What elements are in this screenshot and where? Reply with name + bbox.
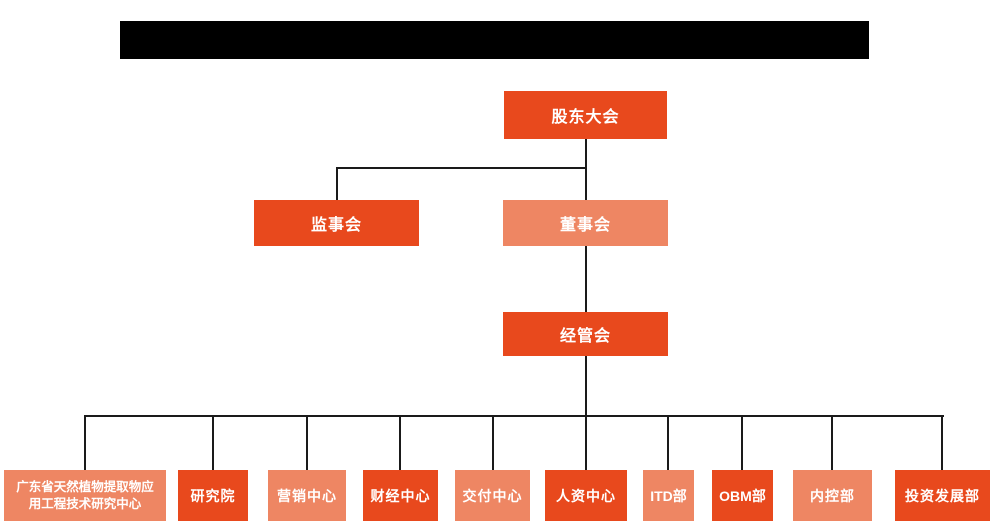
org-node-itd-department: ITD部 (643, 470, 694, 521)
connector-shareholders-to-board (585, 139, 587, 201)
org-node-delivery-center: 交付中心 (455, 470, 530, 521)
org-node-guangdong-research-center: 广东省天然植物提取物应 用工程技术研究中心 (4, 470, 166, 521)
org-node-label: 内控部 (810, 487, 855, 504)
connector-branch-horizontal (336, 167, 587, 169)
org-node-label: 人资中心 (556, 487, 616, 504)
org-node-label: 财经中心 (370, 487, 431, 504)
org-node-label: 投资发展部 (905, 487, 980, 504)
org-node-label: OBM部 (719, 487, 766, 504)
connector-drop-hr-center (585, 415, 587, 471)
connector-board-to-management (585, 246, 587, 313)
connector-drop-research-institute (212, 415, 214, 471)
connector-drop-itd-department (667, 415, 669, 471)
connector-departments-horizontal (84, 415, 944, 417)
org-node-finance-center: 财经中心 (363, 470, 438, 521)
connector-drop-delivery-center (492, 415, 494, 471)
connector-branch-to-supervisory (336, 167, 338, 201)
org-node-label-line: 用工程技术研究中心 (28, 496, 142, 511)
connector-drop-research-center (84, 415, 86, 471)
org-node-investment-development-department: 投资发展部 (895, 470, 990, 521)
connector-drop-finance-center (399, 415, 401, 471)
org-node-label: 营销中心 (277, 487, 337, 504)
org-node-label-line: 广东省天然植物提取物应 (16, 479, 154, 494)
org-node-label: 交付中心 (462, 487, 523, 504)
org-node-management-committee: 经管会 (503, 312, 668, 356)
org-node-marketing-center: 营销中心 (268, 470, 346, 521)
org-node-label: 经管会 (559, 328, 611, 345)
org-node-label: 董事会 (559, 217, 611, 234)
connector-drop-investment-development (941, 415, 943, 471)
connector-drop-obm-department (741, 415, 743, 471)
connector-drop-marketing-center (306, 415, 308, 471)
org-node-label: 监事会 (310, 217, 362, 234)
org-node-supervisory-board: 监事会 (254, 200, 419, 246)
org-node-internal-control-department: 内控部 (793, 470, 872, 521)
org-node-board-of-directors: 董事会 (503, 200, 668, 246)
org-node-obm-department: OBM部 (712, 470, 773, 521)
org-node-label: 研究院 (190, 487, 236, 504)
connector-drop-internal-control (831, 415, 833, 471)
connector-management-to-departments (585, 356, 587, 417)
org-node-research-institute: 研究院 (178, 470, 248, 521)
org-node-label: 股东大会 (551, 109, 620, 126)
org-node-label: ITD部 (650, 487, 687, 504)
org-node-shareholders-meeting: 股东大会 (504, 91, 667, 139)
redacted-title-bar (120, 21, 869, 59)
org-node-hr-center: 人资中心 (545, 470, 627, 521)
